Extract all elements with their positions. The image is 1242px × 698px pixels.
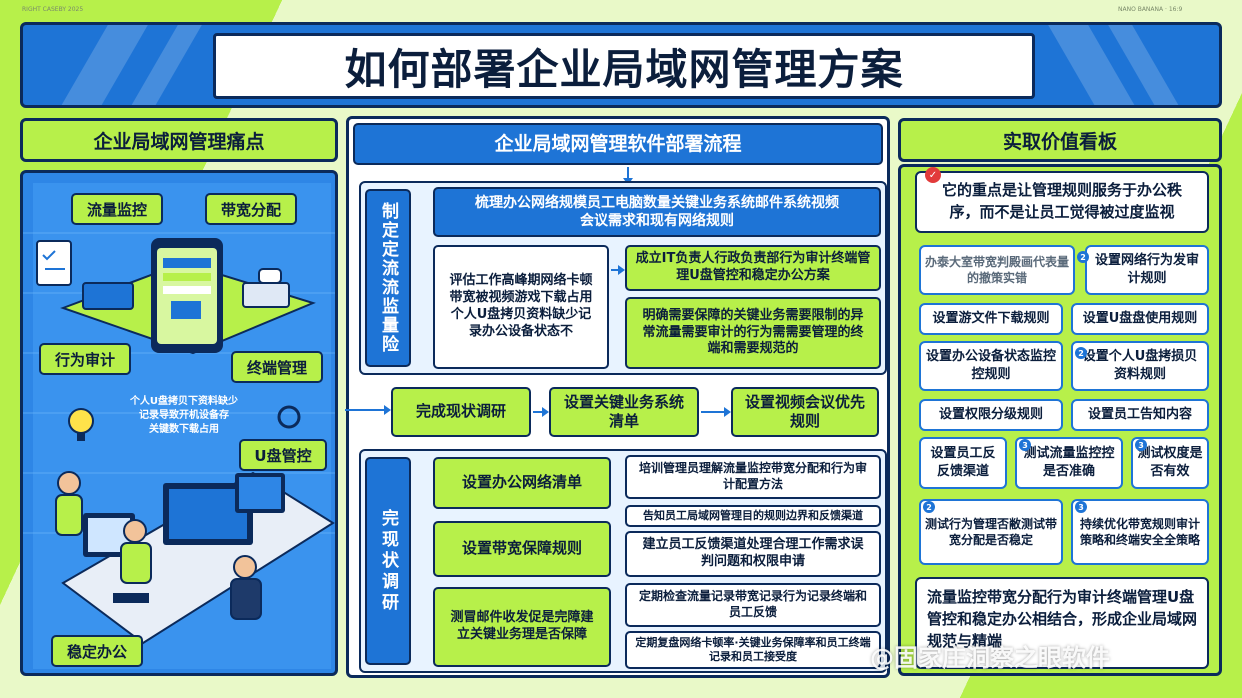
- card-2: 设置网络行为发审计规则: [1085, 245, 1209, 295]
- card-12: 测试行为管理否敝测试带宽分配是否稳定: [919, 499, 1063, 565]
- page-title: 如何部署企业局域网管理方案: [344, 44, 904, 94]
- office-illustration: [23, 183, 335, 669]
- step-train-admin: 培训管理员理解流量监控带宽分配和行为审计配置方法: [625, 455, 881, 499]
- card-7: 设置权限分级规则: [919, 399, 1063, 431]
- evaluate-box: 评估工作高峰期网络卡顿带宽被视频游戏下载占用个人U盘拷贝资料缺少记录办公设备状态…: [433, 245, 609, 369]
- summary-box: 流量监控带宽分配行为审计终端管理U盘管控和稳定办公相结合，形成企业局域网规范与精…: [915, 577, 1209, 669]
- arrow-right: [701, 407, 731, 417]
- right-heading: 实取价值看板: [898, 118, 1222, 162]
- check-icon: ✓: [925, 167, 941, 183]
- stage1-label: 制定定流流监量险: [365, 189, 411, 367]
- card-3: 设置游文件下载规则: [919, 303, 1063, 335]
- number-badge-icon: 2: [923, 501, 935, 513]
- corner-label-left: RIGHT CASEBY 2025: [22, 6, 84, 13]
- process-panel: 企业局域网管理软件部署流程 制定定流流监量险 梳理办公网络规模员工电脑数量关键业…: [345, 116, 890, 678]
- arrow-right: [533, 407, 549, 417]
- stage2-label: 完现状调研: [365, 457, 411, 665]
- arrow-right: [611, 265, 625, 275]
- card-5: 设置办公设备状态监控控规则: [919, 341, 1063, 391]
- tag-bandwidth: 带宽分配: [205, 193, 297, 225]
- left-heading-text: 企业局域网管理痛点: [93, 130, 265, 153]
- right-heading-text: 实取价值看板: [1002, 130, 1117, 153]
- flow-step-1: 完成现状调研: [391, 387, 531, 437]
- step-periodic-check: 定期检查流量记录带宽记录行为记录终端和员工反馈: [625, 583, 881, 627]
- left-heading: 企业局域网管理痛点: [20, 118, 338, 162]
- corner-label-right: NANO BANANA · 16:9: [1118, 6, 1183, 13]
- arrow-right: [345, 405, 391, 415]
- card-6: 设置个人U盘拷损贝资料规则: [1071, 341, 1209, 391]
- tag-behavior-audit: 行为审计: [39, 343, 131, 375]
- step-mail-test: 测冒邮件收发促是完障建立关键业务理是否保障: [433, 587, 611, 667]
- step-review: 定期复盘网络卡顿率·关键业务保障率和员工终端记录和员工接受度: [625, 631, 881, 669]
- card-4: 设置U盘盘使用规则: [1071, 303, 1209, 335]
- team-box: 成立IT负责人行政负责部行为审计终端管理U盘管控和稳定办公方案: [625, 245, 881, 291]
- number-badge-icon: 2: [1077, 251, 1089, 263]
- flow-step-3: 设置视频会议优先规则: [731, 387, 879, 437]
- number-badge-icon: 2: [1075, 347, 1087, 359]
- card-1: 办泰大室带宽判殿画代表量的撤策实错: [919, 245, 1075, 295]
- process-heading: 企业局域网管理软件部署流程: [353, 123, 883, 165]
- card-9: 设置员工反反馈渠道: [919, 437, 1007, 489]
- number-badge-icon: 3: [1019, 439, 1031, 451]
- title-box: 如何部署企业局域网管理方案: [213, 33, 1035, 99]
- card-10: 测试流量监控控是否准确: [1015, 437, 1123, 489]
- tag-usb-control: U盘管控: [239, 439, 327, 471]
- step-feedback: 建立员工反馈渠道处理合理工作需求误判问题和权限申请: [625, 531, 881, 577]
- watermark: @固家庄洞察之眼软件: [870, 644, 1110, 672]
- needs-box: 明确需要保障的关键业务需要限制的异常流量需要审计的行为需需要管理的终端和需要规范…: [625, 297, 881, 369]
- step-inform-staff: 告知员工局域网管理目的规则边界和反馈渠道: [625, 505, 881, 527]
- tag-stable-office: 稳定办公: [51, 635, 143, 667]
- intro-box: 它的重点是让管理规则服务于办公秩序，而不是让员工觉得被过度监视: [915, 171, 1209, 233]
- scope-box: 梳理办公网络规模员工电脑数量关键业务系统邮件系统视频会议需求和现有网络规则: [433, 187, 881, 237]
- card-13: 持续优化带宽规则审计策略和终端安全全策略: [1071, 499, 1209, 565]
- tag-terminal: 终端管理: [231, 351, 323, 383]
- tag-traffic-monitor: 流量监控: [71, 193, 163, 225]
- pain-note: 个人U盘拷贝下资料缺少 记录导致开机设备存 关键数下载占用: [129, 396, 239, 435]
- step-network-list: 设置办公网络清单: [433, 457, 611, 509]
- number-badge-icon: 3: [1075, 501, 1087, 513]
- flow-step-2: 设置关键业务系统清单: [549, 387, 699, 437]
- pain-illustration: 流量监控 带宽分配 行为审计 终端管理 个人U盘拷贝下资料缺少 记录导致开机设备…: [20, 170, 338, 676]
- step-bandwidth-rules: 设置带宽保障规则: [433, 521, 611, 577]
- value-board: 它的重点是让管理规则服务于办公秩序，而不是让员工觉得被过度监视 ✓ 办泰大室带宽…: [898, 164, 1222, 676]
- card-8: 设置员工告知内容: [1071, 399, 1209, 431]
- number-badge-icon: 3: [1135, 439, 1147, 451]
- title-banner: 如何部署企业局域网管理方案: [20, 22, 1222, 108]
